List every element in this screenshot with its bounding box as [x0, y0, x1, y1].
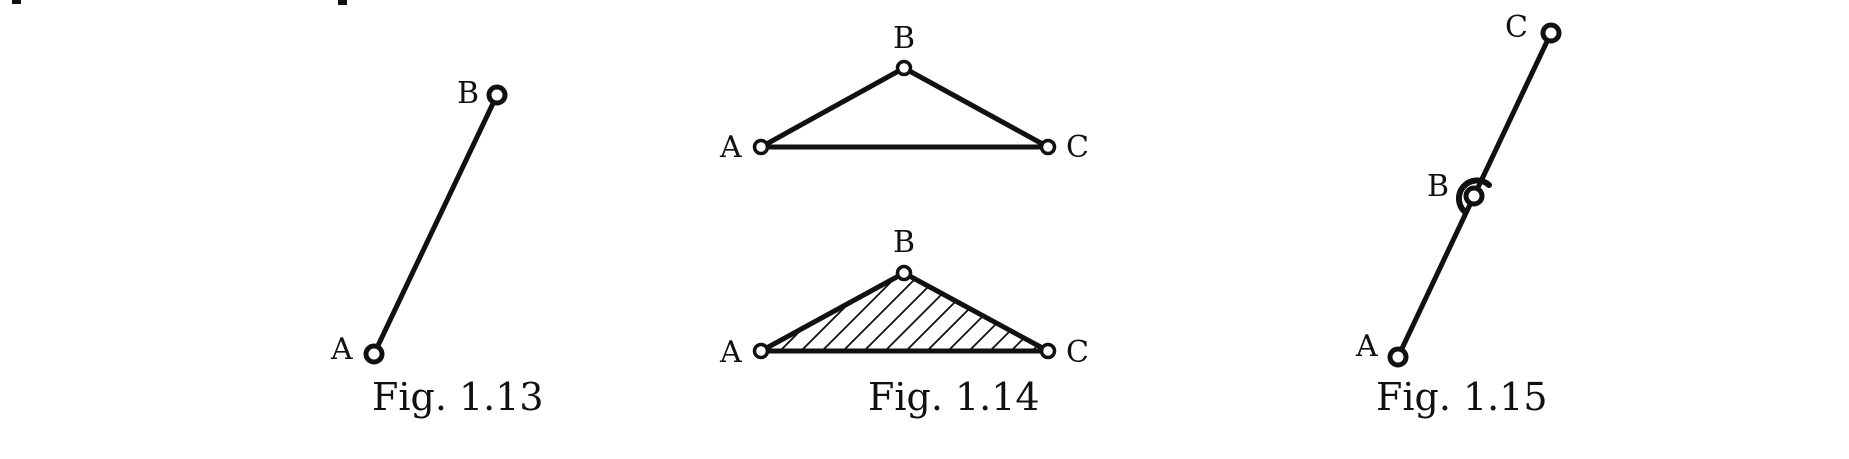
joint-a [752, 138, 770, 156]
joint-b [895, 59, 913, 77]
label-b: B [893, 21, 915, 56]
label-a: A [330, 332, 353, 367]
joint-b-outer-arc [1455, 177, 1492, 215]
joint-a [1387, 346, 1409, 368]
joint-a [363, 343, 385, 365]
cropped-top-text [12, 0, 347, 5]
joint-b [1463, 185, 1485, 207]
joint-b [895, 264, 913, 282]
link-ab [371, 92, 500, 357]
figure-1-13: A B Fig. 1.13 [330, 76, 544, 419]
label-b: B [893, 225, 915, 260]
joint-c [1540, 22, 1562, 44]
open-triangle: A B C [719, 21, 1089, 165]
label-a: A [719, 130, 742, 165]
link-ab [1395, 193, 1477, 360]
triangle-outline [758, 270, 1051, 354]
figure-caption: Fig. 1.13 [372, 375, 544, 419]
triangle-outline [758, 65, 1051, 150]
hatched-triangle: A B C [719, 225, 1089, 370]
label-b: B [1427, 169, 1449, 204]
figure-1-14: A B C [719, 21, 1089, 419]
link-bc [1471, 30, 1554, 199]
label-c: C [1066, 335, 1089, 370]
hatching [761, 273, 1052, 351]
joint-c [1039, 342, 1057, 360]
label-a: A [1355, 329, 1378, 364]
joint-b [486, 84, 508, 106]
label-b: B [457, 76, 479, 111]
label-a: A [719, 335, 742, 370]
figure-caption: Fig. 1.15 [1376, 375, 1548, 419]
joint-c [1039, 138, 1057, 156]
figure-caption: Fig. 1.14 [868, 375, 1040, 419]
figure-1-15: A B C Fig. 1.15 [1355, 10, 1562, 419]
label-c: C [1066, 130, 1089, 165]
joint-a [752, 342, 770, 360]
label-c: C [1505, 10, 1528, 45]
